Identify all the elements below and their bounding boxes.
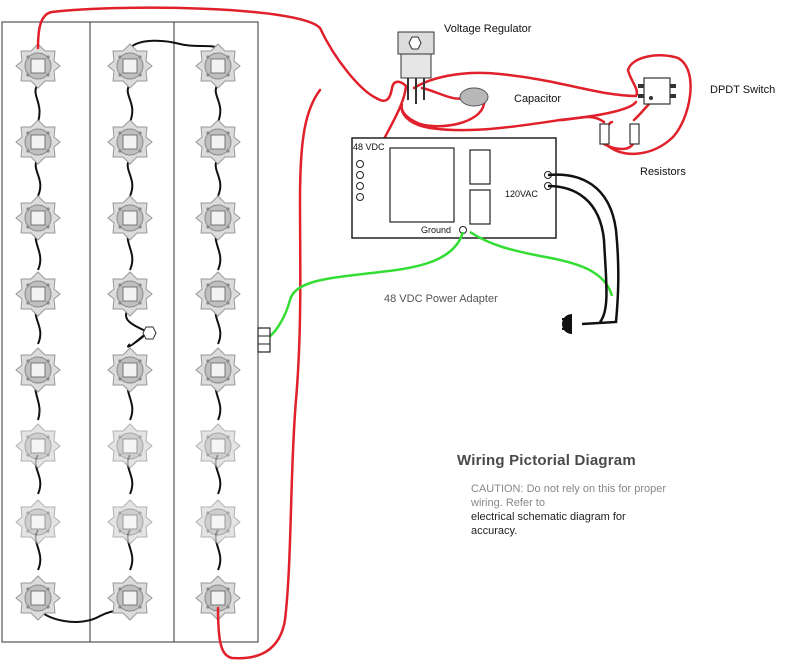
dpdt-switch-label: DPDT Switch xyxy=(710,84,776,96)
ground-label: Ground xyxy=(421,225,452,235)
led-star-s2-3 xyxy=(107,195,153,241)
led-star-s1-1 xyxy=(15,43,61,89)
led-star-s1-2 xyxy=(15,119,61,165)
ac-cord xyxy=(547,173,620,326)
dpdt-switch xyxy=(638,77,676,105)
led-star-s3-7 xyxy=(195,499,241,545)
led-strip-board-1 xyxy=(1,21,91,643)
led-star-s2-5 xyxy=(107,347,153,393)
caution-text-2: electrical schematic diagram for accurac… xyxy=(471,511,626,537)
led-star-s3-5 xyxy=(195,347,241,393)
resistors-label: Resistors xyxy=(640,166,686,178)
led-star-s2-8 xyxy=(107,575,153,621)
caution-text-1: CAUTION: Do not rely on this for proper … xyxy=(471,483,667,509)
led-star-s1-6 xyxy=(15,423,61,469)
jumper-connector xyxy=(142,326,157,340)
led-star-s2-1 xyxy=(107,43,153,89)
power-adapter xyxy=(351,137,557,239)
vac-120-label: 120VAC xyxy=(505,189,538,199)
voltage-regulator-label: Voltage Regulator xyxy=(444,23,532,35)
led-star-s2-2 xyxy=(107,119,153,165)
led-star-s1-8 xyxy=(15,575,61,621)
caution-note: CAUTION: Do not rely on this for proper … xyxy=(471,482,671,538)
led-star-s3-4 xyxy=(195,271,241,317)
diagram-title: Wiring Pictorial Diagram xyxy=(457,452,636,469)
led-chain-wires xyxy=(34,39,222,623)
led-star-s2-4 xyxy=(107,271,153,317)
ac-plug xyxy=(562,314,572,334)
led-star-s3-3 xyxy=(195,195,241,241)
led-star-s1-7 xyxy=(15,499,61,545)
vdc-48-label: 48 VDC xyxy=(353,142,385,152)
led-star-s2-6 xyxy=(107,423,153,469)
voltage-regulator xyxy=(397,31,435,104)
power-adapter-label: 48 VDC Power Adapter xyxy=(384,293,498,305)
led-grid xyxy=(15,43,241,621)
led-strip-board-3 xyxy=(173,21,259,643)
resistor-1 xyxy=(599,123,610,145)
resistor-2 xyxy=(629,123,640,145)
led-star-s1-5 xyxy=(15,347,61,393)
led-star-s3-2 xyxy=(195,119,241,165)
ground-wire xyxy=(267,230,614,339)
led-star-s1-4 xyxy=(15,271,61,317)
capacitor-label: Capacitor xyxy=(514,93,562,105)
capacitor xyxy=(459,87,489,107)
led-star-s3-1 xyxy=(195,43,241,89)
led-star-s3-6 xyxy=(195,423,241,469)
led-star-s1-3 xyxy=(15,195,61,241)
positive-wires xyxy=(36,6,692,660)
led-star-s2-7 xyxy=(107,499,153,545)
terminal-block xyxy=(257,327,271,353)
